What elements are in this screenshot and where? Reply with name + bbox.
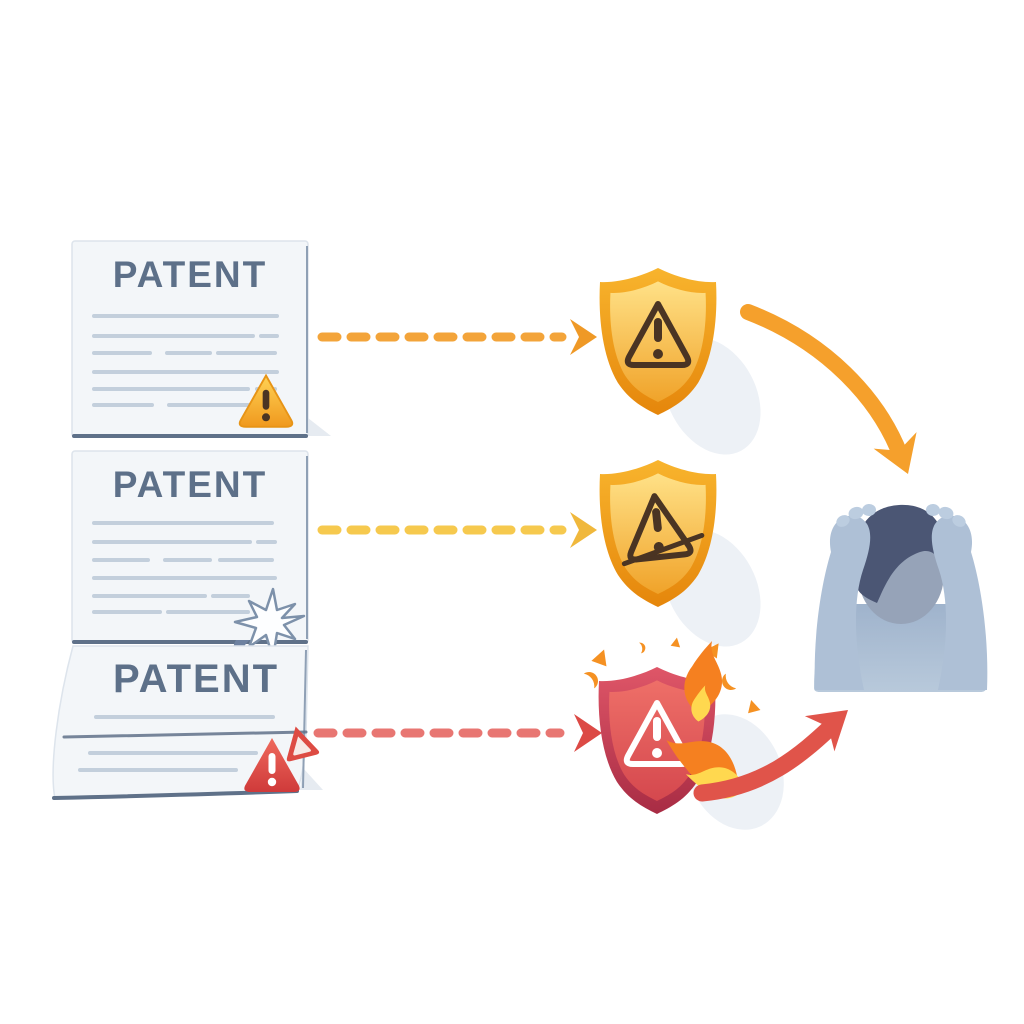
document-text-lines <box>92 521 277 614</box>
warning-triangle-red-icon <box>244 738 300 792</box>
document-text-lines <box>78 715 275 772</box>
patent-document-1: PATENT <box>71 240 331 438</box>
patent-title-2: PATENT <box>113 464 268 505</box>
arrowhead-icon <box>570 512 597 548</box>
curved-arrow-red <box>693 710 848 802</box>
warning-triangle-yellow-icon <box>238 374 294 428</box>
paper-right-edge <box>302 649 307 789</box>
shield-warning-red <box>583 636 784 830</box>
shield-warning-yellow-1 <box>599 268 761 455</box>
page-corner-shadow <box>308 418 331 436</box>
curved-arrow-orange <box>740 304 917 474</box>
paper-fold-line <box>62 730 308 739</box>
arrowhead-icon <box>570 319 597 355</box>
warning-triangle-slashed-icon <box>621 493 705 567</box>
arrowhead-icon <box>804 710 848 752</box>
page-corner-shadow <box>300 768 323 790</box>
patent-title-1: PATENT <box>113 254 268 295</box>
person-right-arm <box>931 515 988 690</box>
arrowhead-icon <box>873 432 917 474</box>
person-hair <box>854 504 947 603</box>
warning-triangle-icon <box>624 301 692 368</box>
dashed-arrow-3 <box>313 714 602 752</box>
person-left-arm <box>814 515 871 690</box>
paper-bottom-edge <box>52 789 299 800</box>
dashed-arrow-1 <box>317 319 597 355</box>
stressed-person <box>814 503 988 692</box>
arrowhead-icon <box>574 714 602 752</box>
shield-warning-yellow-2 <box>599 460 761 647</box>
patent-title-3: PATENT <box>113 657 279 701</box>
dashed-arrow-2 <box>317 512 597 548</box>
patent-document-3: PATENT <box>52 645 323 800</box>
person-fingertips <box>836 503 966 527</box>
patent-document-2: PATENT <box>71 450 309 664</box>
